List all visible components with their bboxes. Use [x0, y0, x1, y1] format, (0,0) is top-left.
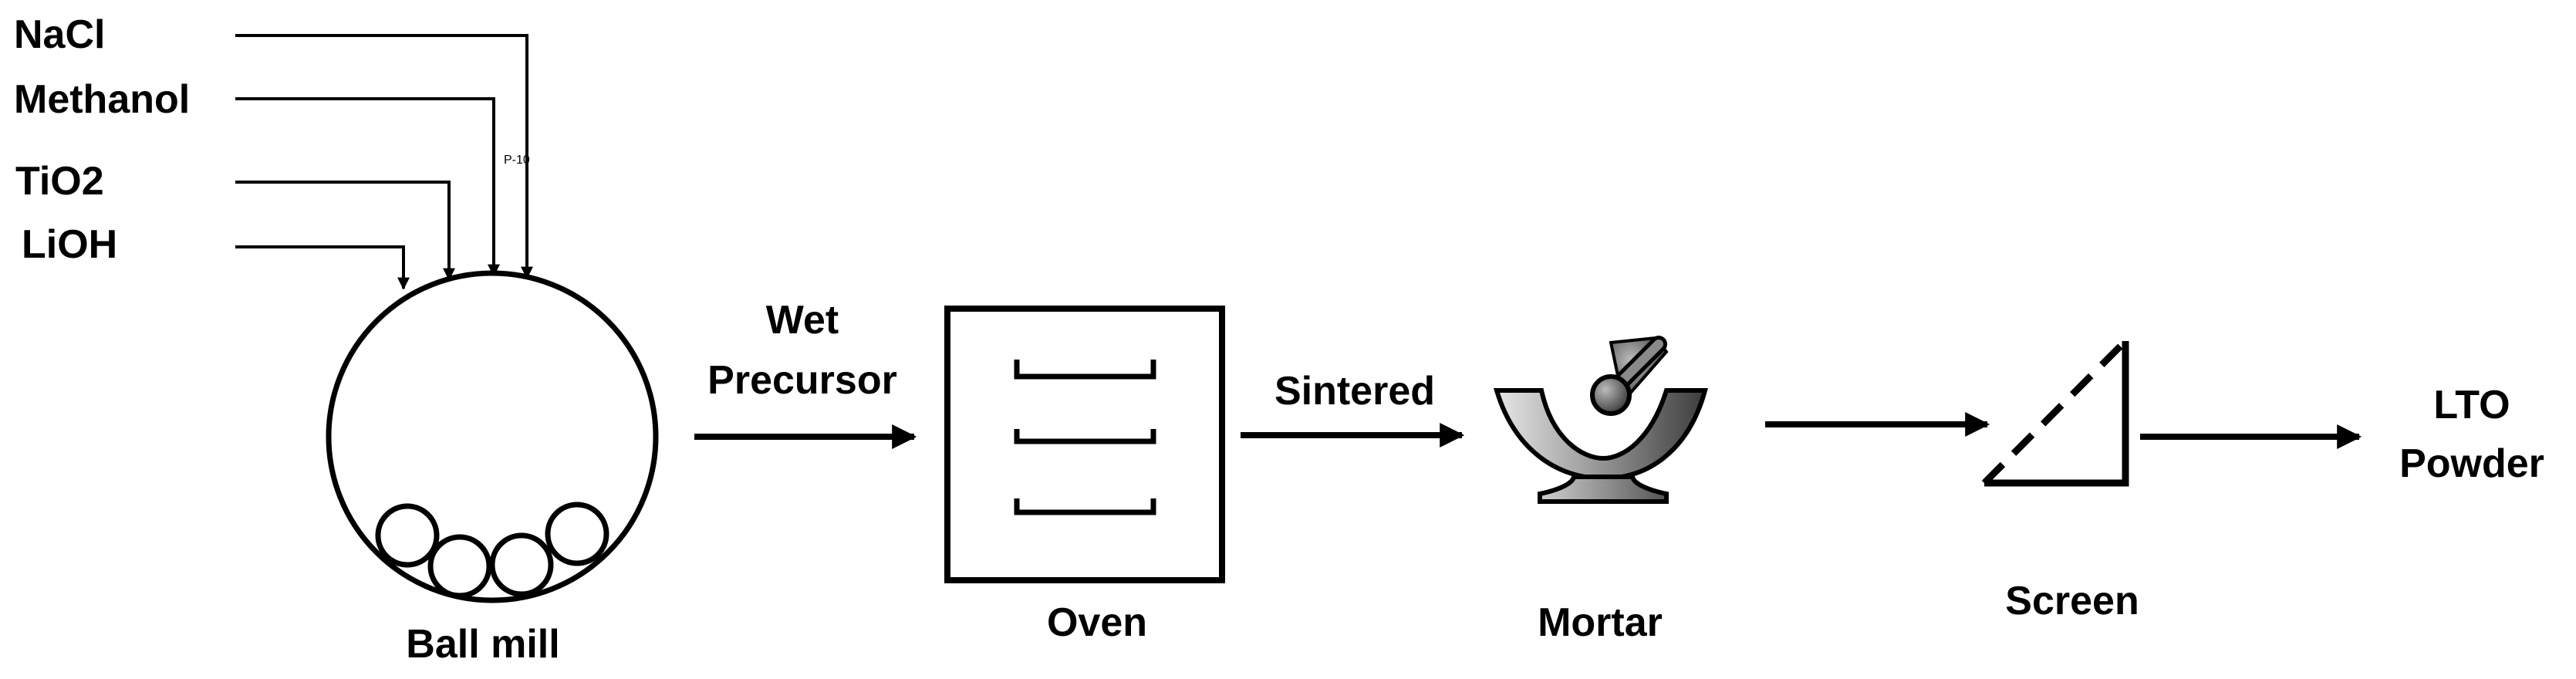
stream-tag-label: P-10 [504, 154, 530, 167]
input-label-lioh: LiOH [22, 222, 117, 267]
tio2-feed-line [235, 181, 455, 281]
oven [944, 306, 1225, 583]
wet-precursor-label-line1: Wet [766, 298, 839, 343]
oven-tray [1014, 429, 1156, 444]
screen-mesh [1981, 338, 2129, 486]
ball-mill [326, 270, 659, 603]
oven-tray [1014, 360, 1156, 380]
oven-label: Oven [1047, 600, 1147, 645]
mortar-label: Mortar [1538, 600, 1663, 645]
output-label-line1: LTO [2433, 383, 2510, 427]
methanol-feed-line [235, 97, 500, 277]
input-label-methanol: Methanol [14, 77, 190, 122]
oven-body [944, 306, 1225, 583]
input-feed-lines [235, 34, 533, 290]
mill-ball [545, 502, 609, 566]
ball-mill-drum [326, 270, 659, 603]
input-label-nacl: NaCl [14, 12, 105, 57]
screen-frame [1984, 341, 2129, 487]
output-label-line2: Powder [2399, 441, 2544, 486]
pestle-head [1590, 374, 1632, 416]
mortar-base [1538, 475, 1669, 504]
screen-label: Screen [2005, 579, 2139, 623]
sintered-label: Sintered [1274, 369, 1435, 414]
mill-ball [375, 503, 440, 568]
lioh-feed-line [235, 245, 410, 290]
mill-ball [489, 532, 554, 597]
mortar [1493, 336, 1708, 504]
oven-tray [1014, 498, 1156, 515]
screen [1981, 338, 2129, 487]
wet-precursor-label-line2: Precursor [707, 358, 897, 403]
mortar-bowl [1493, 388, 1708, 481]
mill-ball [427, 534, 492, 599]
ball-mill-label: Ball mill [406, 622, 559, 667]
nacl-feed-line [235, 34, 533, 279]
input-label-tio2: TiO2 [15, 159, 104, 204]
